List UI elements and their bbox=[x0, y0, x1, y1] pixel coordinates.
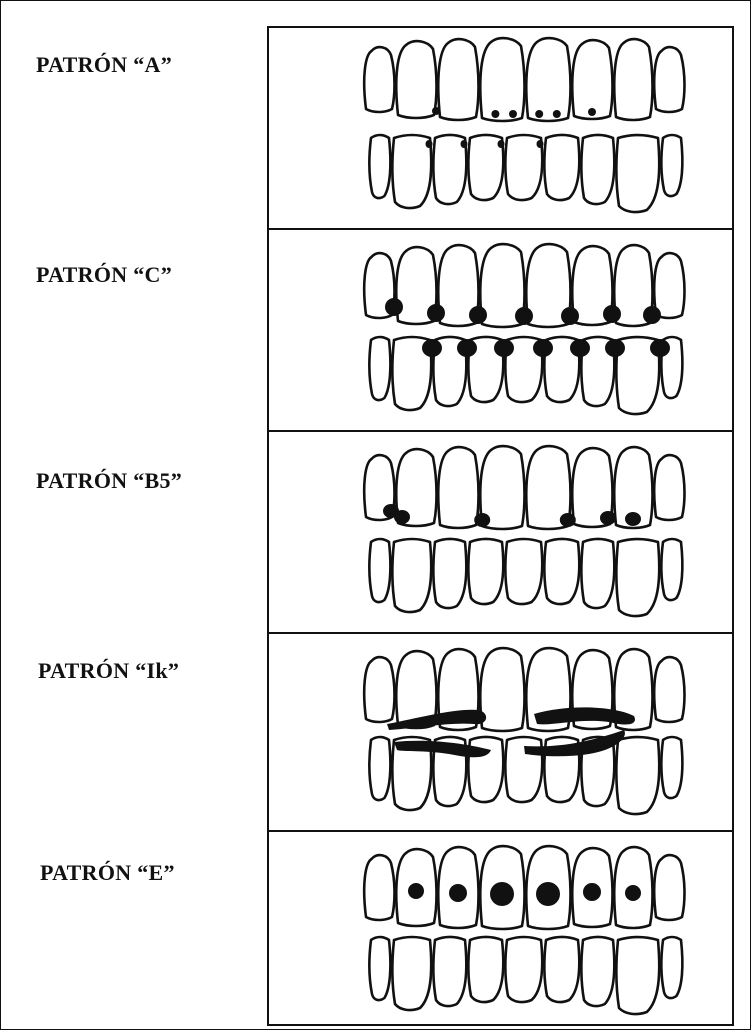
lower-tooth bbox=[581, 937, 614, 1006]
pattern-label-c: PATRÓN “C” bbox=[36, 262, 172, 288]
stain-spot bbox=[461, 140, 468, 148]
stain-spot bbox=[426, 140, 433, 148]
interproximal-stain bbox=[457, 339, 477, 357]
lower-tooth bbox=[369, 737, 390, 800]
lower-tooth bbox=[661, 737, 682, 798]
interproximal-stain bbox=[605, 339, 625, 357]
interproximal-stain bbox=[570, 339, 590, 357]
interproximal-stain bbox=[643, 306, 661, 324]
lower-tooth bbox=[616, 937, 659, 1014]
round-spot bbox=[449, 884, 467, 902]
lower-tooth bbox=[369, 135, 390, 198]
interproximal-stain bbox=[469, 306, 487, 324]
lower-tooth bbox=[433, 539, 466, 608]
lower-tooth bbox=[581, 135, 614, 204]
lower-tooth bbox=[392, 937, 431, 1010]
upper-tooth bbox=[480, 648, 524, 731]
interproximal-stain bbox=[603, 305, 621, 323]
teeth-drawing-ik bbox=[269, 634, 736, 834]
upper-tooth bbox=[654, 47, 684, 112]
interproximal-stain bbox=[561, 307, 579, 325]
lower-tooth bbox=[581, 539, 614, 608]
upper-tooth bbox=[364, 855, 394, 920]
upper-tooth bbox=[572, 40, 612, 119]
interproximal-stain bbox=[385, 298, 403, 316]
stain-spot bbox=[553, 110, 561, 118]
teeth-drawing-a bbox=[269, 28, 736, 232]
upper-tooth bbox=[654, 657, 684, 722]
interproximal-stain bbox=[494, 339, 514, 357]
teeth-drawing-b5 bbox=[269, 432, 736, 636]
interproximal-stain bbox=[533, 339, 553, 357]
teeth-group-b5 bbox=[364, 446, 684, 616]
upper-tooth bbox=[654, 455, 684, 520]
lower-tooth bbox=[661, 539, 682, 600]
stain-spot bbox=[588, 108, 596, 116]
teeth-group-c bbox=[364, 244, 684, 414]
upper-tooth bbox=[480, 38, 524, 121]
lower-tooth bbox=[505, 539, 542, 604]
teeth-drawing-c bbox=[269, 230, 736, 434]
notch-stain bbox=[394, 510, 410, 524]
stain-spot bbox=[535, 110, 543, 118]
pattern-label-ik: PATRÓN “Ik” bbox=[38, 658, 179, 684]
upper-tooth bbox=[438, 39, 478, 120]
lower-tooth bbox=[616, 135, 659, 212]
teeth-group-ik bbox=[364, 648, 684, 814]
stain-spot bbox=[537, 140, 544, 148]
lower-tooth bbox=[369, 539, 390, 602]
teeth-drawing-e bbox=[269, 832, 736, 1028]
lower-tooth bbox=[369, 337, 390, 400]
lower-tooth bbox=[468, 937, 503, 1002]
notch-stain bbox=[474, 513, 490, 527]
upper-tooth bbox=[438, 447, 478, 528]
notch-stain bbox=[625, 512, 641, 526]
upper-tooth bbox=[654, 855, 684, 920]
round-spot bbox=[408, 883, 424, 899]
stain-spot bbox=[432, 107, 440, 115]
lower-tooth bbox=[468, 539, 503, 604]
teeth-group-e bbox=[364, 846, 684, 1014]
notch-stain bbox=[600, 511, 616, 525]
dentition-panel-e bbox=[267, 830, 734, 1026]
lower-tooth bbox=[505, 937, 542, 1002]
upper-tooth bbox=[526, 38, 570, 121]
lower-tooth bbox=[544, 135, 579, 200]
upper-tooth bbox=[396, 41, 436, 118]
round-spot bbox=[490, 882, 514, 906]
stain-spot bbox=[491, 110, 499, 118]
lower-tooth bbox=[616, 539, 659, 616]
dentition-panel-ik bbox=[267, 632, 734, 832]
pattern-label-e: PATRÓN “E” bbox=[40, 860, 175, 886]
upper-tooth bbox=[364, 657, 394, 722]
round-spot bbox=[536, 882, 560, 906]
dentition-panel-c bbox=[267, 228, 734, 432]
interproximal-stain bbox=[650, 339, 670, 357]
lower-tooth bbox=[544, 539, 579, 604]
lower-tooth bbox=[433, 937, 466, 1006]
stain-spot bbox=[498, 140, 505, 148]
round-spot bbox=[583, 883, 601, 901]
upper-tooth bbox=[614, 39, 652, 120]
interproximal-stain bbox=[427, 304, 445, 322]
upper-tooth bbox=[364, 47, 394, 112]
notch-stain bbox=[560, 513, 576, 527]
lower-tooth bbox=[392, 539, 431, 612]
interproximal-stain bbox=[422, 339, 442, 357]
round-spot bbox=[625, 885, 641, 901]
interproximal-stain bbox=[515, 307, 533, 325]
pattern-label-b5: PATRÓN “B5” bbox=[36, 468, 182, 494]
lower-tooth bbox=[616, 737, 659, 814]
lower-tooth bbox=[661, 135, 682, 196]
lower-tooth bbox=[544, 937, 579, 1002]
stain-spot bbox=[509, 110, 517, 118]
lower-tooth bbox=[392, 135, 431, 208]
dentition-panel-a bbox=[267, 26, 734, 230]
dentition-panel-b5 bbox=[267, 430, 734, 634]
pattern-label-a: PATRÓN “A” bbox=[36, 52, 172, 78]
upper-tooth bbox=[654, 253, 684, 318]
lower-tooth bbox=[661, 937, 682, 998]
teeth-group-a bbox=[364, 38, 684, 212]
lower-tooth bbox=[369, 937, 390, 1000]
